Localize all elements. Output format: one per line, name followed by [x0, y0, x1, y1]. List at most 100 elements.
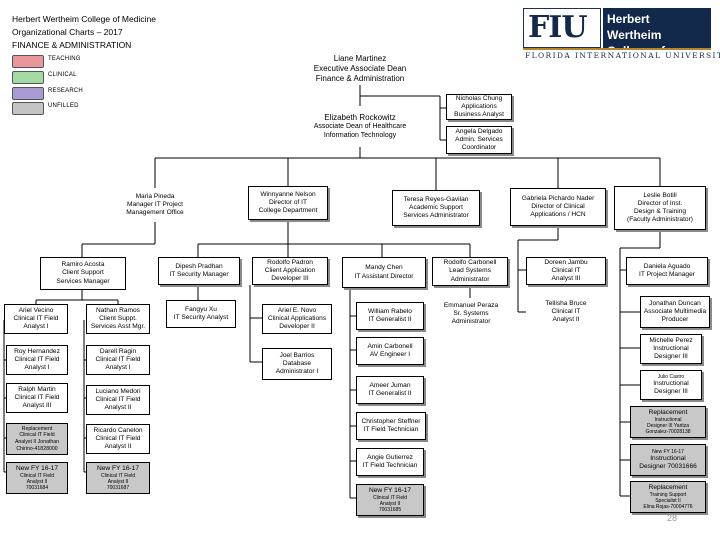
- node-name: Jonathan Duncan: [649, 299, 701, 307]
- node-name: Christopher Steffner: [361, 417, 421, 425]
- node-title: Executive Associate Dean: [313, 63, 407, 73]
- node-name: Gabriela Pichardo Nader: [521, 194, 595, 202]
- node-title: Producer: [661, 316, 689, 324]
- node-title: Instructional: [654, 416, 682, 423]
- node-name: Nathan Ramos: [96, 306, 140, 314]
- node-title: Applications / HCN: [530, 211, 586, 219]
- node-name: Roy Hernandez: [14, 347, 60, 355]
- node-title: IT Generalist II: [368, 316, 412, 323]
- legend-swatch-unfilled: [12, 102, 44, 115]
- node-daniela-aguado: Daniela Aguado IT Project Manager: [626, 257, 708, 285]
- node-title: Designer III: [654, 353, 688, 361]
- node-name: Rodolfo Padron: [267, 258, 313, 266]
- node-name: Replacement: [648, 483, 688, 491]
- node-title: AV Engineer I: [369, 351, 411, 358]
- node-title: Specialist II: [655, 497, 681, 504]
- header-department: FINANCE & ADMINISTRATION: [12, 40, 132, 50]
- node-name: Liane Martinez: [333, 53, 387, 63]
- node-title: Design & Training: [633, 208, 687, 215]
- node-tellisha-bruce: Tellisha Bruce Clinical IT Analyst II: [526, 296, 606, 328]
- node-name: Ariel Vecino: [18, 306, 54, 314]
- node-liane-martinez: Liane Martinez Executive Associate Dean …: [292, 52, 428, 85]
- node-title: Services Administrator: [403, 212, 469, 220]
- node-replacement-rojas: Replacement Training Support Specialist …: [630, 481, 706, 513]
- node-title: College Department: [258, 207, 318, 215]
- node-rodolfo-padron: Rodolfo Padron Client Application Develo…: [252, 257, 328, 285]
- node-title: Developer II: [279, 323, 315, 331]
- node-title: Analyst II: [107, 478, 129, 485]
- node-title: Designer III Yaritza: [646, 422, 690, 429]
- node-title: Services Asst Mgr.: [90, 323, 146, 331]
- node-name: Maria Pineda: [135, 192, 175, 200]
- fiu-logo-college-name: Herbert Wertheim College of Medicine: [603, 8, 711, 74]
- node-title: Clinical IT Field: [100, 472, 136, 479]
- node-emmanuel-peraza: Emmanuel Peraza Sr. Systems Administrato…: [436, 298, 506, 330]
- node-mandy-chen: Mandy Chen IT Assistant Director: [342, 257, 426, 288]
- node-title: Services Manager: [56, 277, 110, 285]
- fiu-logo-mark: FIU: [523, 8, 601, 48]
- node-title: Clinical IT Field: [14, 355, 60, 363]
- logo-name-line: College of Medicine: [607, 44, 666, 74]
- node-name: Angie Gutierrez: [367, 453, 413, 461]
- node-title: Business Analyst: [454, 111, 504, 119]
- node-title: Chirino-41828000: [16, 445, 58, 452]
- node-name: Ramiro Acosta: [61, 261, 105, 269]
- node-title: 70031685: [378, 507, 402, 514]
- node-amin-carbonell: Amin Carbonell AV Engineer I: [356, 337, 424, 365]
- node-name: William Rabelo: [368, 307, 412, 315]
- node-title: Clinical IT Field: [19, 472, 55, 479]
- node-title: Director of IT: [268, 198, 308, 206]
- node-title: Clinical IT Field: [19, 432, 55, 439]
- node-title: Database: [282, 359, 312, 367]
- fiu-logo: FIU Herbert Wertheim College of Medicine…: [523, 8, 720, 74]
- node-title: Associate Multimedia: [643, 307, 707, 315]
- node-nathan-ramos: Nathan Ramos Client Suppt. Services Asst…: [86, 304, 150, 334]
- node-ariel-e-novo: Ariel E. Novo Clinical Applications Deve…: [262, 304, 332, 334]
- node-name: Luciano Medori: [95, 387, 141, 395]
- node-fangyu-xu: Fangyu Xu IT Security Analyst: [166, 300, 236, 328]
- node-title: Analyst III: [22, 402, 52, 410]
- node-ralph-martin: Ralph Martin Clinical IT Field Analyst I…: [6, 383, 68, 413]
- node-title: (Faculty Administrator): [627, 216, 693, 224]
- node-name: Mandy Chen: [365, 264, 403, 272]
- node-name: Fangyu Xu: [185, 305, 217, 313]
- node-title: Analyst II Jonathan: [14, 439, 60, 445]
- logo-gold-rule: [523, 48, 711, 50]
- header-title: Herbert Wertheim College of Medicine: [12, 14, 156, 24]
- node-title: Sr. Systems: [453, 309, 489, 317]
- node-doreen-jambu: Doreen Jambu Clinical IT Analyst III: [526, 257, 606, 285]
- node-jonathan-duncan: Jonathan Duncan Associate Multimedia Pro…: [640, 296, 710, 328]
- node-title: IT Project Manager: [639, 271, 695, 278]
- node-title: Gonzalez-70028138: [645, 429, 691, 436]
- node-title: Finance & Administration: [315, 73, 405, 83]
- node-new-fy-designer-70031666: New FY 16-17 Instructional Designer 7003…: [630, 444, 706, 476]
- node-title: IT Field Technician: [363, 426, 419, 433]
- node-title: IT Field Technician: [362, 462, 418, 469]
- node-title: Analyst II: [104, 404, 132, 412]
- node-winnyanne-nelson: Winnyanne Nelson Director of IT College …: [248, 186, 328, 220]
- node-title: Clinical IT Field: [95, 395, 141, 403]
- node-replacement-gonzalez: Replacement Instructional Designer III Y…: [630, 406, 706, 438]
- node-teresa-reyes-gavilan: Teresa Reyes-Gavilan Academic Support Se…: [392, 190, 480, 226]
- node-title: Associate Dean of Healthcare: [313, 122, 407, 130]
- node-christopher-steffner: Christopher Steffner IT Field Technician: [356, 412, 426, 440]
- node-ramiro-acosta: Ramiro Acosta Client Support Services Ma…: [40, 257, 126, 290]
- node-title: Analyst I: [105, 364, 131, 372]
- node-name: Replacement: [21, 425, 53, 432]
- node-title: Analyst II: [379, 500, 401, 507]
- node-title: Lead Systems: [449, 267, 491, 275]
- logo-name-line: Herbert Wertheim: [607, 12, 662, 42]
- node-darell-ragin: Darell Ragin Clinical IT Field Analyst I: [86, 345, 150, 375]
- node-william-rabelo: William Rabelo IT Generalist II: [356, 302, 424, 330]
- node-title: Client Support: [62, 269, 104, 277]
- node-new-fy-70031684: New FY 16-17 Clinical IT Field Analyst I…: [6, 462, 68, 494]
- node-new-fy-70031685: New FY 16-17 Clinical IT Field Analyst I…: [356, 484, 424, 516]
- node-title: Clinical IT: [551, 266, 581, 274]
- node-name: Ricardo Canelon: [93, 426, 143, 434]
- node-name: Winnyanne Nelson: [260, 190, 316, 198]
- node-title: Applications: [461, 102, 497, 110]
- node-title: Elina Rojas-70004776: [643, 504, 693, 511]
- node-name: Nicholas Chung: [455, 94, 503, 102]
- legend-swatch-clinical: [12, 71, 44, 84]
- node-title: Client Application: [264, 266, 316, 274]
